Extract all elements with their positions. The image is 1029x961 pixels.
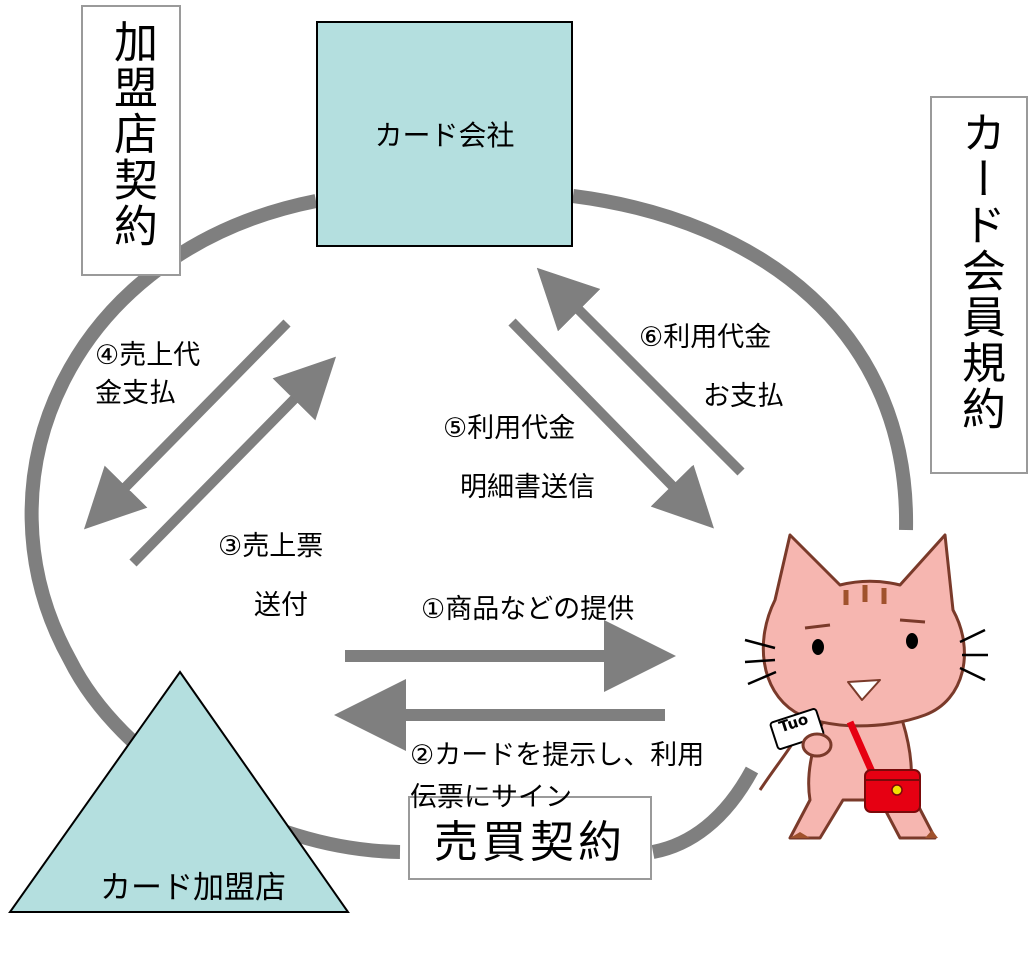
- arrow-step6: [536, 267, 745, 476]
- sales-contract-box: 売買契約: [408, 796, 652, 880]
- arrow-step3: [129, 356, 337, 567]
- step3-label-line1: ③売上票: [218, 531, 324, 562]
- step6-label-line2: お支払: [703, 381, 784, 412]
- merchant-label: カード加盟店: [100, 870, 286, 906]
- step4-label-line2: 金支払: [95, 378, 176, 409]
- arrow-step5: [508, 318, 714, 529]
- merchant-contract-box: 加盟店契約: [81, 5, 181, 276]
- merchant-triangle: [8, 670, 350, 913]
- step4-label-line1: ④売上代: [95, 340, 201, 371]
- card-company-label: カード会社: [374, 119, 515, 152]
- step3-label-line2: 送付: [254, 590, 308, 621]
- step1-label: ①商品などの提供: [421, 594, 635, 625]
- card-company-box: カード会社: [316, 21, 573, 247]
- step5-label-line2: 明細書送信: [460, 472, 595, 503]
- step2-label-line2: 伝票にサイン: [410, 782, 572, 813]
- merchant-contract-label: 加盟店契約: [106, 19, 157, 249]
- sales-contract-label: 売買契約: [434, 817, 626, 868]
- step2-label-line1: ②カードを提示し、利用: [410, 740, 705, 771]
- member-contract-box: カード会員規約: [930, 96, 1028, 474]
- step5-label-line1: ⑤利用代金: [443, 413, 576, 444]
- member-contract-label: カード会員規約: [954, 110, 1005, 432]
- cat-mascot-icon: [744, 533, 988, 840]
- step6-label-line1: ⑥利用代金: [639, 322, 772, 353]
- arrow-step4: [83, 319, 291, 530]
